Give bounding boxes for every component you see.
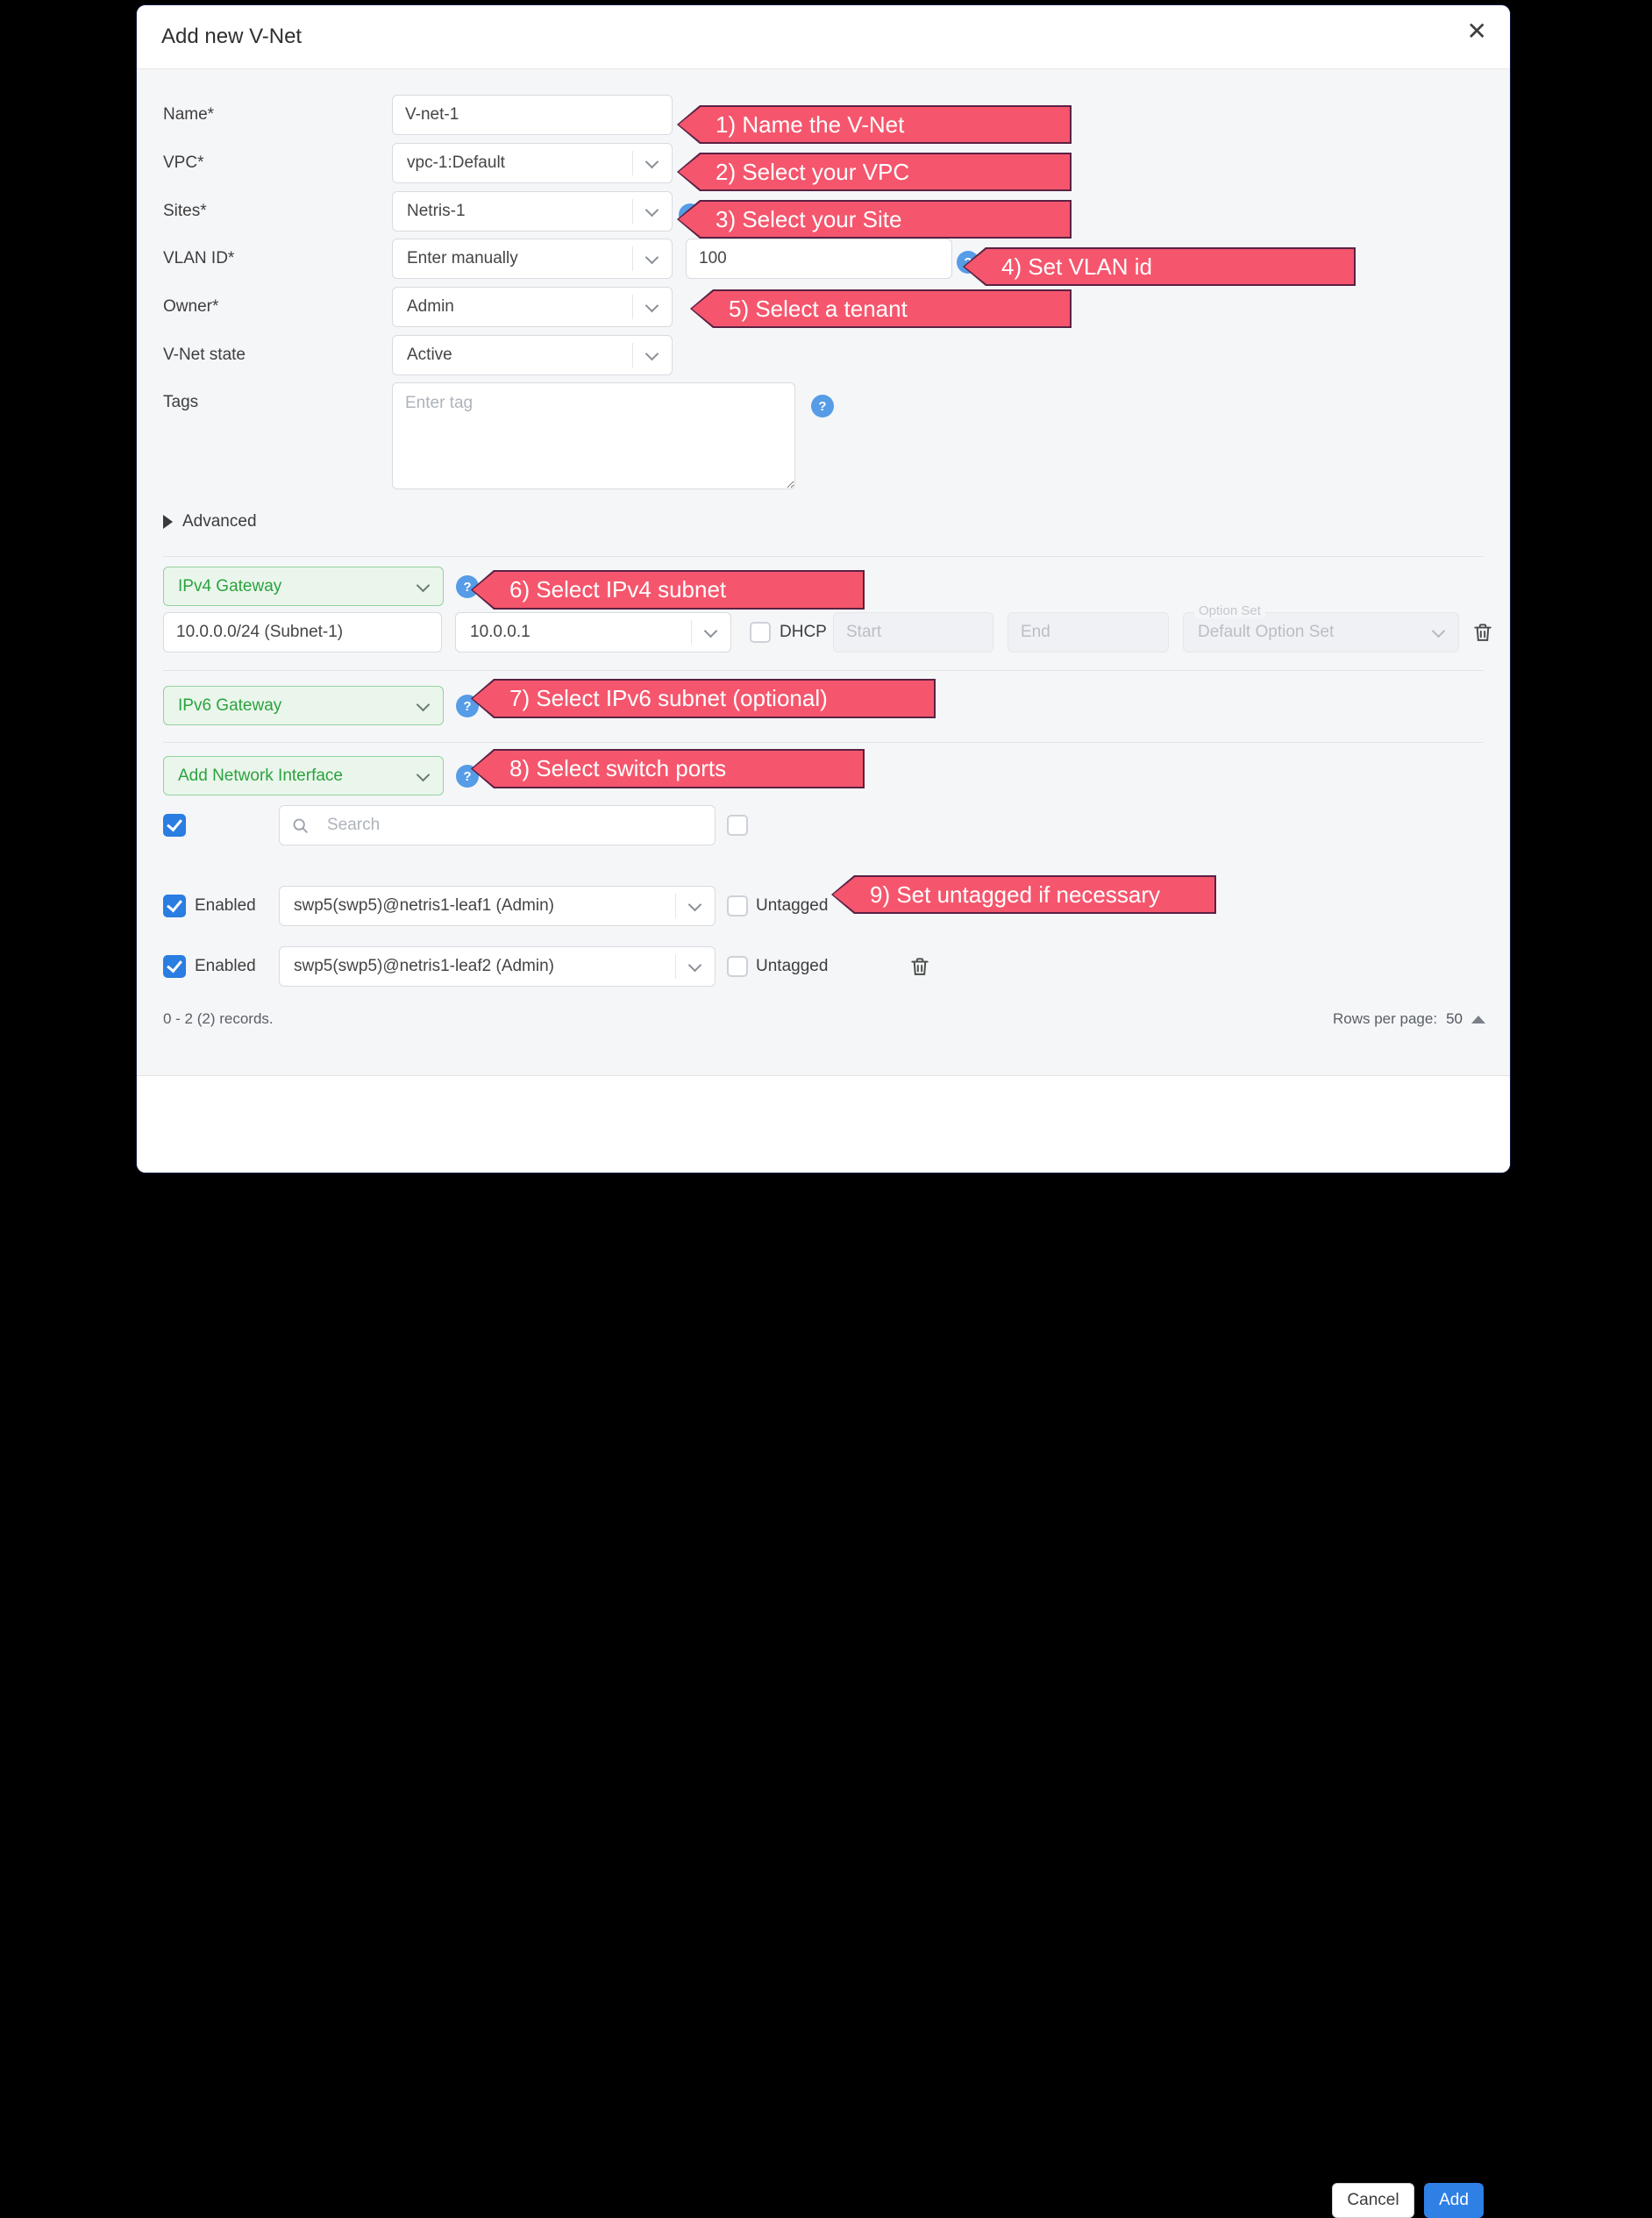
chevron-down-icon (687, 958, 702, 973)
chevron-down-icon (644, 203, 659, 218)
vpc-label: VPC* (163, 153, 204, 172)
untagged-label: Untagged (756, 896, 829, 915)
search-input[interactable] (315, 806, 709, 845)
dhcp-end-input[interactable] (1008, 612, 1169, 653)
select-all-checkbox[interactable] (163, 814, 186, 837)
tags-label: Tags (163, 393, 199, 411)
annotation-callout-6: 6) Select IPv4 subnet (471, 570, 865, 610)
help-icon[interactable]: ? (456, 695, 479, 717)
annotation-callout-2: 2) Select your VPC (677, 153, 1072, 191)
ipv6-gateway-button[interactable]: IPv6 Gateway (163, 686, 444, 725)
dhcp-start-input[interactable] (833, 612, 993, 653)
chevron-down-icon (703, 624, 718, 638)
enabled-label: Enabled (195, 957, 256, 975)
chevron-down-icon (644, 250, 659, 265)
vpc-select[interactable]: vpc-1:Default (392, 143, 673, 183)
ipv4-gateway-button[interactable]: IPv4 Gateway (163, 567, 444, 606)
search-input-wrap (279, 805, 716, 845)
owner-label: Owner* (163, 297, 219, 316)
annotation-callout-7: 7) Select IPv6 subnet (optional) (471, 679, 936, 718)
chevron-down-icon (416, 697, 431, 712)
chevron-down-icon (644, 298, 659, 313)
add-button[interactable]: Add (1424, 2183, 1484, 2218)
annotation-callout-3: 3) Select your Site (677, 200, 1072, 239)
check-icon (167, 815, 182, 832)
help-icon[interactable]: ? (811, 395, 834, 417)
add-network-interface-button[interactable]: Add Network Interface (163, 756, 444, 795)
name-label: Name* (163, 105, 215, 124)
chevron-right-icon (163, 515, 173, 529)
name-input[interactable] (392, 95, 673, 135)
annotation-callout-5: 5) Select a tenant (690, 289, 1072, 328)
records-count: 0 - 2 (2) records. (163, 1010, 274, 1027)
untagged-checkbox[interactable] (727, 956, 748, 977)
option-set-select[interactable]: Option Set Default Option Set (1183, 603, 1459, 653)
chevron-down-icon (644, 154, 659, 169)
sites-select[interactable]: Netris-1 (392, 191, 673, 232)
sites-label: Sites* (163, 202, 207, 220)
annotation-callout-8: 8) Select switch ports (471, 749, 865, 788)
vnet-state-select[interactable]: Active (392, 335, 673, 375)
rows-per-page: Rows per page: 50 (1333, 1010, 1485, 1028)
vlan-id-input[interactable] (686, 239, 952, 279)
check-icon (167, 956, 182, 973)
untagged-checkbox[interactable] (727, 895, 748, 916)
dhcp-checkbox[interactable] (750, 622, 771, 643)
vlan-label: VLAN ID* (163, 249, 235, 267)
divider (163, 742, 1484, 743)
annotation-callout-4: 4) Set VLAN id (963, 247, 1356, 286)
port-select[interactable]: swp5(swp5)@netris1-leaf1 (Admin) (279, 886, 716, 926)
divider (163, 556, 1484, 557)
enabled-checkbox[interactable] (163, 955, 186, 978)
option-set-floating-label: Option Set (1194, 603, 1265, 618)
port-select[interactable]: swp5(swp5)@netris1-leaf2 (Admin) (279, 946, 716, 987)
divider (163, 670, 1484, 671)
screen-background: Add new V-Net ✕ Name* VPC* Sites* VLAN I… (137, 5, 1510, 2218)
triangle-up-icon[interactable] (1471, 1015, 1485, 1023)
chevron-down-icon (687, 897, 702, 912)
rows-per-page-label: Rows per page: (1333, 1010, 1438, 1027)
search-icon (291, 817, 310, 836)
vlan-mode-select[interactable]: Enter manually (392, 239, 673, 279)
annotation-callout-9: 9) Set untagged if necessary (831, 875, 1216, 914)
check-icon (167, 895, 182, 913)
untagged-all-checkbox[interactable] (727, 815, 748, 836)
enabled-label: Enabled (195, 896, 256, 915)
ipv4-gateway-select[interactable]: 10.0.0.1 (455, 612, 731, 653)
vnet-state-label: V-Net state (163, 346, 246, 364)
page-title: Add new V-Net (161, 25, 303, 48)
untagged-label: Untagged (756, 957, 829, 975)
close-icon[interactable]: ✕ (1466, 18, 1487, 45)
enabled-checkbox[interactable] (163, 895, 186, 917)
owner-select[interactable]: Admin (392, 287, 673, 327)
rows-per-page-value[interactable]: 50 (1446, 1010, 1463, 1027)
chevron-down-icon (416, 578, 431, 593)
help-icon[interactable]: ? (456, 575, 479, 598)
chevron-down-icon (644, 346, 659, 361)
annotation-callout-1: 1) Name the V-Net (677, 105, 1072, 144)
modal-footer: Cancel Add (137, 1075, 1510, 2218)
chevron-down-icon (1431, 624, 1446, 638)
trash-icon[interactable] (908, 955, 931, 978)
dhcp-label: DHCP (780, 623, 827, 641)
add-vnet-modal: Add new V-Net ✕ Name* VPC* Sites* VLAN I… (137, 5, 1510, 2218)
ipv4-subnet-input[interactable] (163, 612, 442, 653)
tags-textarea[interactable] (392, 382, 795, 489)
chevron-down-icon (416, 767, 431, 782)
modal-header: Add new V-Net ✕ (137, 5, 1510, 69)
trash-icon[interactable] (1471, 621, 1494, 644)
cancel-button[interactable]: Cancel (1332, 2183, 1414, 2218)
